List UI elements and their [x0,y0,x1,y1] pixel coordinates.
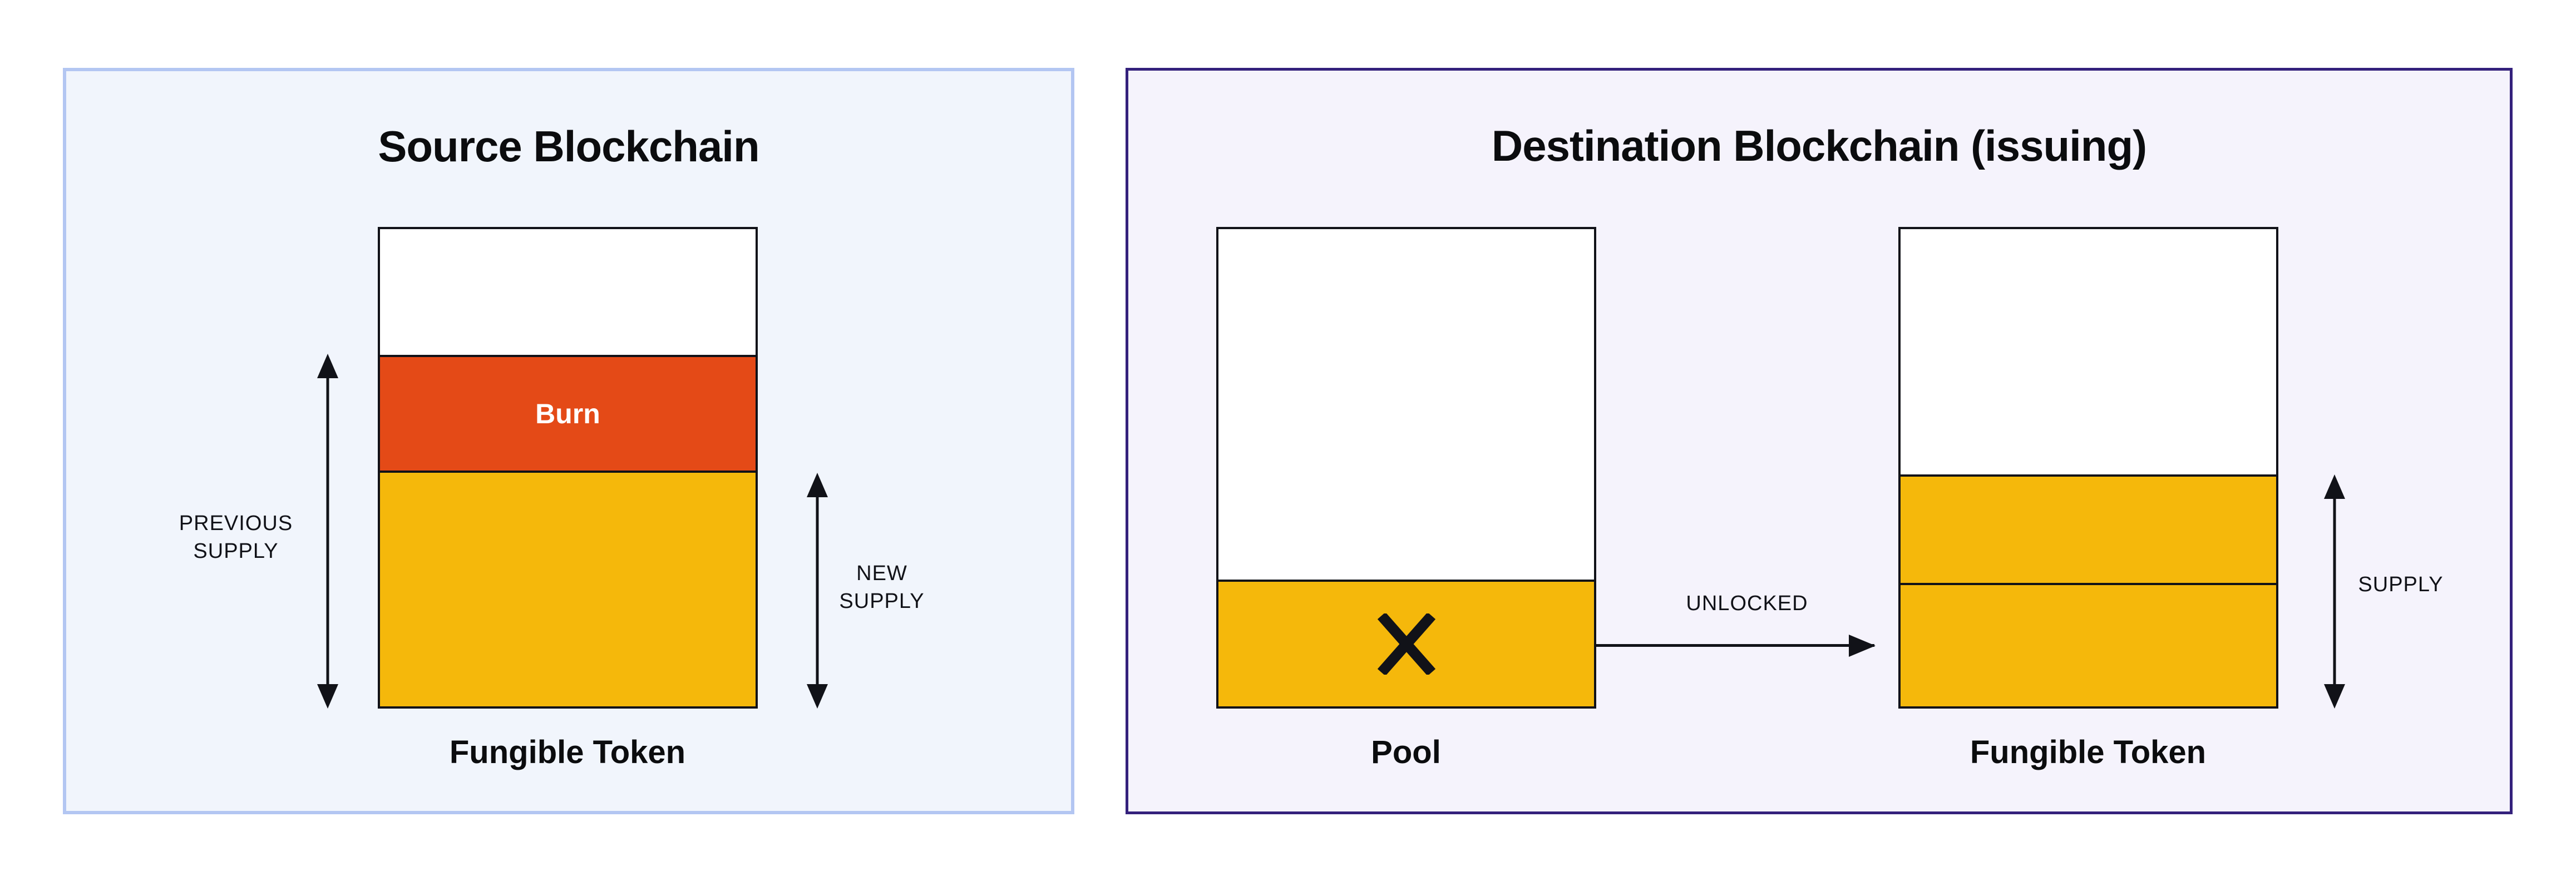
headroom-segment [1218,229,1594,580]
burn-segment: Burn [380,354,756,473]
new-supply-double-arrow-icon [807,473,828,709]
crossed-out-mark [1218,582,1594,706]
arrow-shaft [816,477,819,704]
supply-label: SUPPLY [2358,573,2444,596]
supply-double-arrow-icon [2324,474,2345,709]
source-panel-title: Source Blockchain [378,122,759,171]
burn-label: Burn [535,398,600,429]
new-supply-label: NEW SUPPLY [839,562,925,613]
pool-bar [1216,227,1596,709]
pool-bar-caption: Pool [1371,734,1441,770]
headroom-segment [1901,229,2276,474]
x-icon [1377,613,1435,675]
destination-panel-title: Destination Blockchain (issuing) [1491,121,2147,170]
destination-fungible-token-bar [1898,227,2278,709]
minted-lower-segment [1901,583,2276,706]
previous-supply-label: PREVIOUS SUPPLY [179,512,293,563]
previous-supply-double-arrow-icon [317,354,338,709]
unlocked-arrow-icon [1596,644,1874,647]
source-fungible-token-bar: Burn [378,227,758,709]
arrow-shaft [2333,479,2336,704]
arrow-shaft [326,358,329,704]
new-supply-segment [380,472,756,706]
destination-bar-caption: Fungible Token [1970,734,2207,770]
headroom-segment [380,229,756,355]
pool-locked-segment [1218,580,1594,706]
unlocked-label: UNLOCKED [1686,592,1808,615]
source-bar-caption: Fungible Token [449,734,686,770]
minted-upper-segment [1901,474,2276,583]
